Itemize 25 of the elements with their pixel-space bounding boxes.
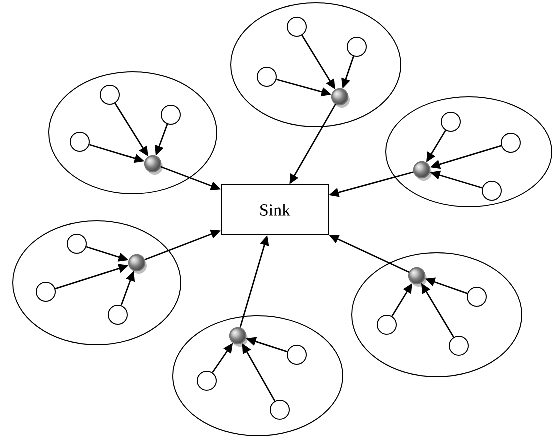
sensor-circle xyxy=(36,282,56,302)
sensor-circle xyxy=(197,371,217,391)
sensor-circle xyxy=(270,400,290,420)
sensor-circle xyxy=(467,287,487,307)
sensor-circle xyxy=(100,85,120,105)
sensor-circle xyxy=(501,133,521,153)
sensor-circle xyxy=(257,67,277,87)
sensor-circle xyxy=(287,345,307,365)
sensor-circle xyxy=(441,112,461,132)
cluster-ellipse xyxy=(352,252,522,378)
sensor-circle xyxy=(482,181,502,201)
cluster-ellipse xyxy=(172,316,344,436)
sink-box: Sink xyxy=(221,184,329,236)
sensor-circle xyxy=(161,105,181,125)
sensor-circle xyxy=(108,305,128,325)
cluster-ellipse xyxy=(12,220,182,346)
sensor-circle xyxy=(287,17,307,37)
cluster-ellipse xyxy=(230,2,402,128)
sensor-circle xyxy=(449,336,469,356)
cluster-ellipse xyxy=(386,96,552,208)
cluster-ellipse xyxy=(48,72,218,194)
sensor-circle xyxy=(67,234,87,254)
sensor-circle xyxy=(347,37,367,57)
sensor-circle xyxy=(377,315,397,335)
sensor-circle xyxy=(70,132,90,152)
